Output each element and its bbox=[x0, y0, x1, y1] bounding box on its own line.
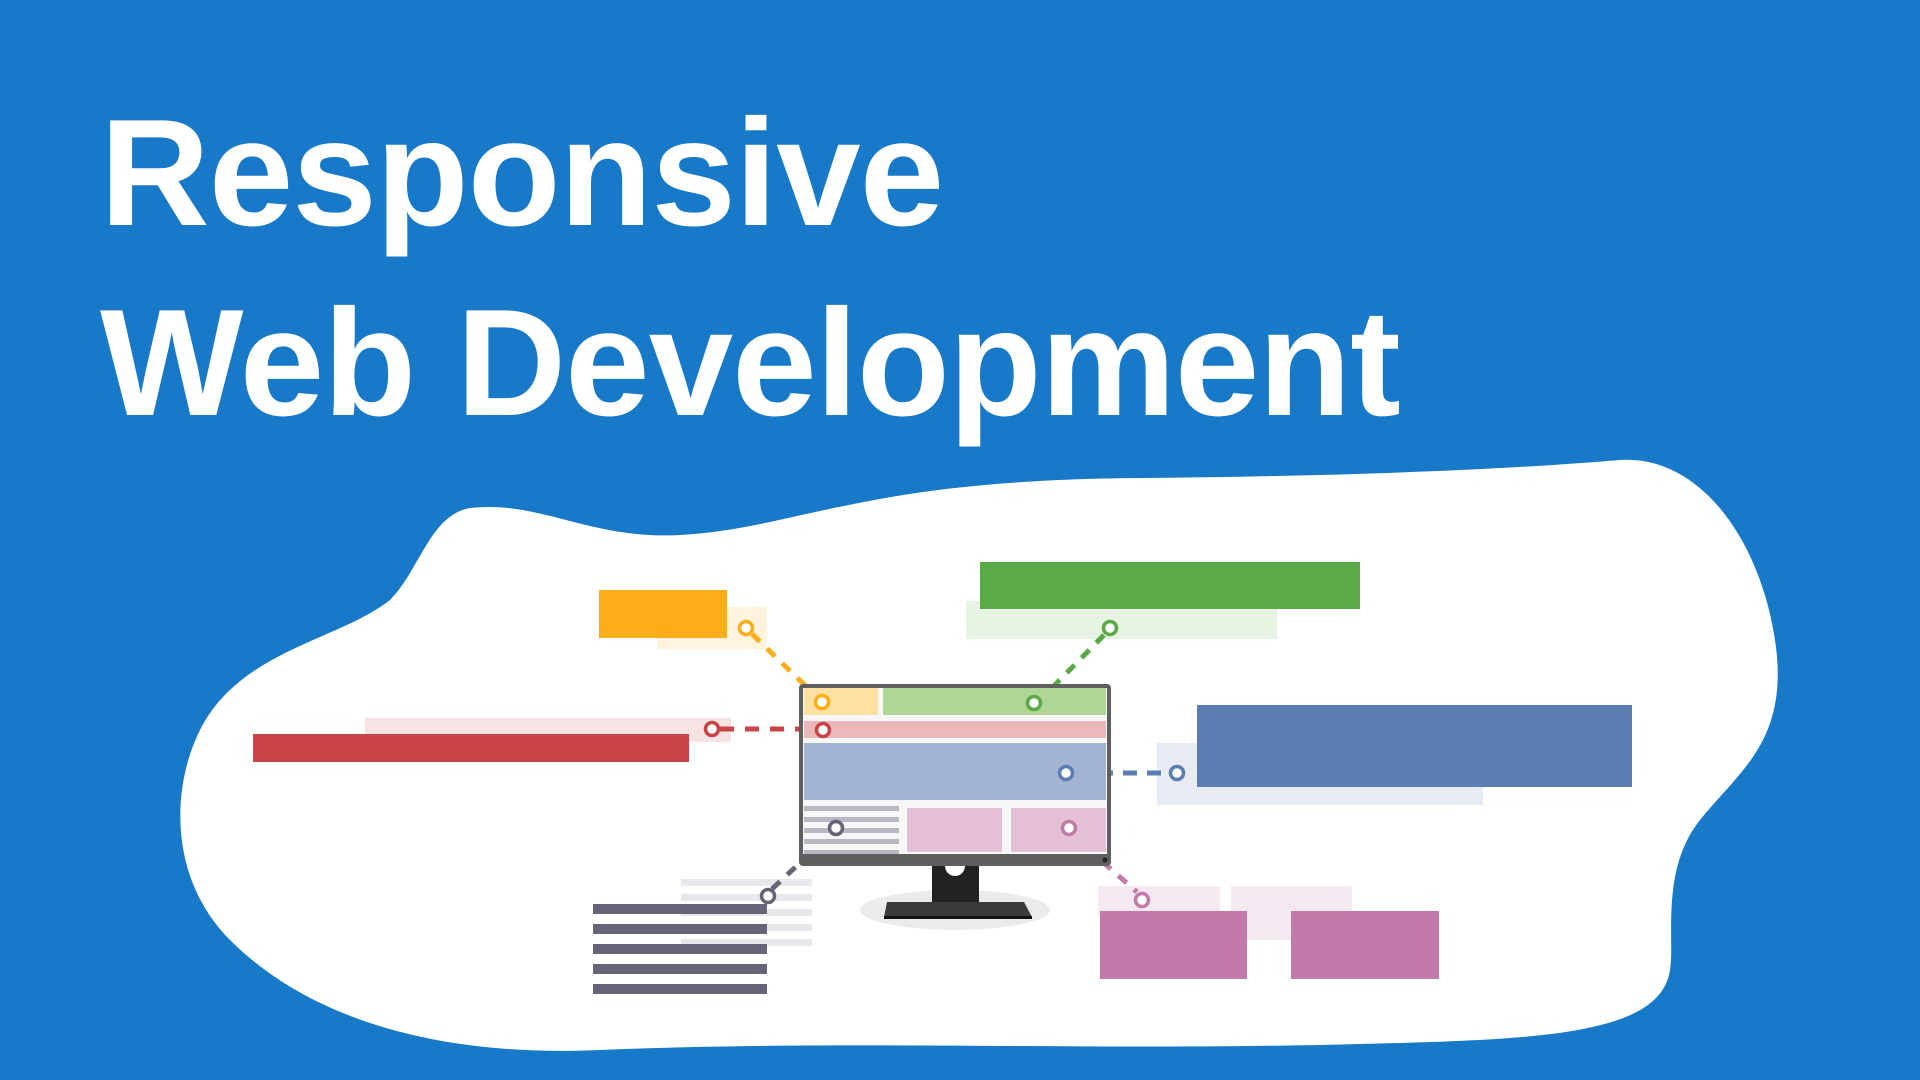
orange-block bbox=[599, 590, 727, 638]
monitor-base-edge bbox=[884, 916, 1032, 919]
monitor-power-icon bbox=[1102, 857, 1108, 863]
screen-purple-node-icon bbox=[1060, 819, 1078, 837]
purple-block-group bbox=[1069, 832, 1439, 979]
blue-block bbox=[1197, 705, 1632, 787]
screen-hero-block bbox=[804, 743, 1106, 800]
screen-nav-block bbox=[883, 688, 1106, 715]
page-title: Responsive Web Development bbox=[100, 78, 1401, 458]
blue-connector-node-icon bbox=[1168, 764, 1186, 782]
screen-menu-bar bbox=[804, 721, 1106, 738]
blue-block-group bbox=[1075, 705, 1632, 805]
orange-block-group bbox=[599, 590, 820, 700]
purple-connector-node-icon bbox=[1133, 891, 1151, 909]
green-connector-node-icon bbox=[1101, 619, 1119, 637]
screen-card-1 bbox=[907, 808, 1002, 852]
red-block bbox=[253, 734, 689, 762]
text-lines bbox=[593, 904, 767, 994]
screen-gray-node-icon bbox=[827, 819, 845, 837]
monitor-base bbox=[884, 902, 1032, 917]
red-connector-node-icon bbox=[703, 720, 721, 738]
monitor-icon bbox=[799, 684, 1111, 930]
screen-orange-node-icon bbox=[813, 693, 831, 711]
gray-connector-node-icon bbox=[759, 887, 777, 905]
orange-connector-line bbox=[750, 632, 820, 700]
purple-block-1 bbox=[1100, 911, 1247, 979]
screen-blue-node-icon bbox=[1057, 764, 1075, 782]
screen-card-2 bbox=[1011, 808, 1106, 852]
green-block bbox=[980, 562, 1360, 609]
screen-red-node-icon bbox=[814, 721, 832, 739]
title-line-1: Responsive bbox=[100, 88, 944, 258]
screen-text-lines bbox=[804, 806, 899, 854]
screen-green-node-icon bbox=[1025, 694, 1043, 712]
title-line-2: Web Development bbox=[100, 278, 1401, 448]
purple-block-2 bbox=[1291, 911, 1439, 979]
orange-connector-node-icon bbox=[737, 619, 755, 637]
